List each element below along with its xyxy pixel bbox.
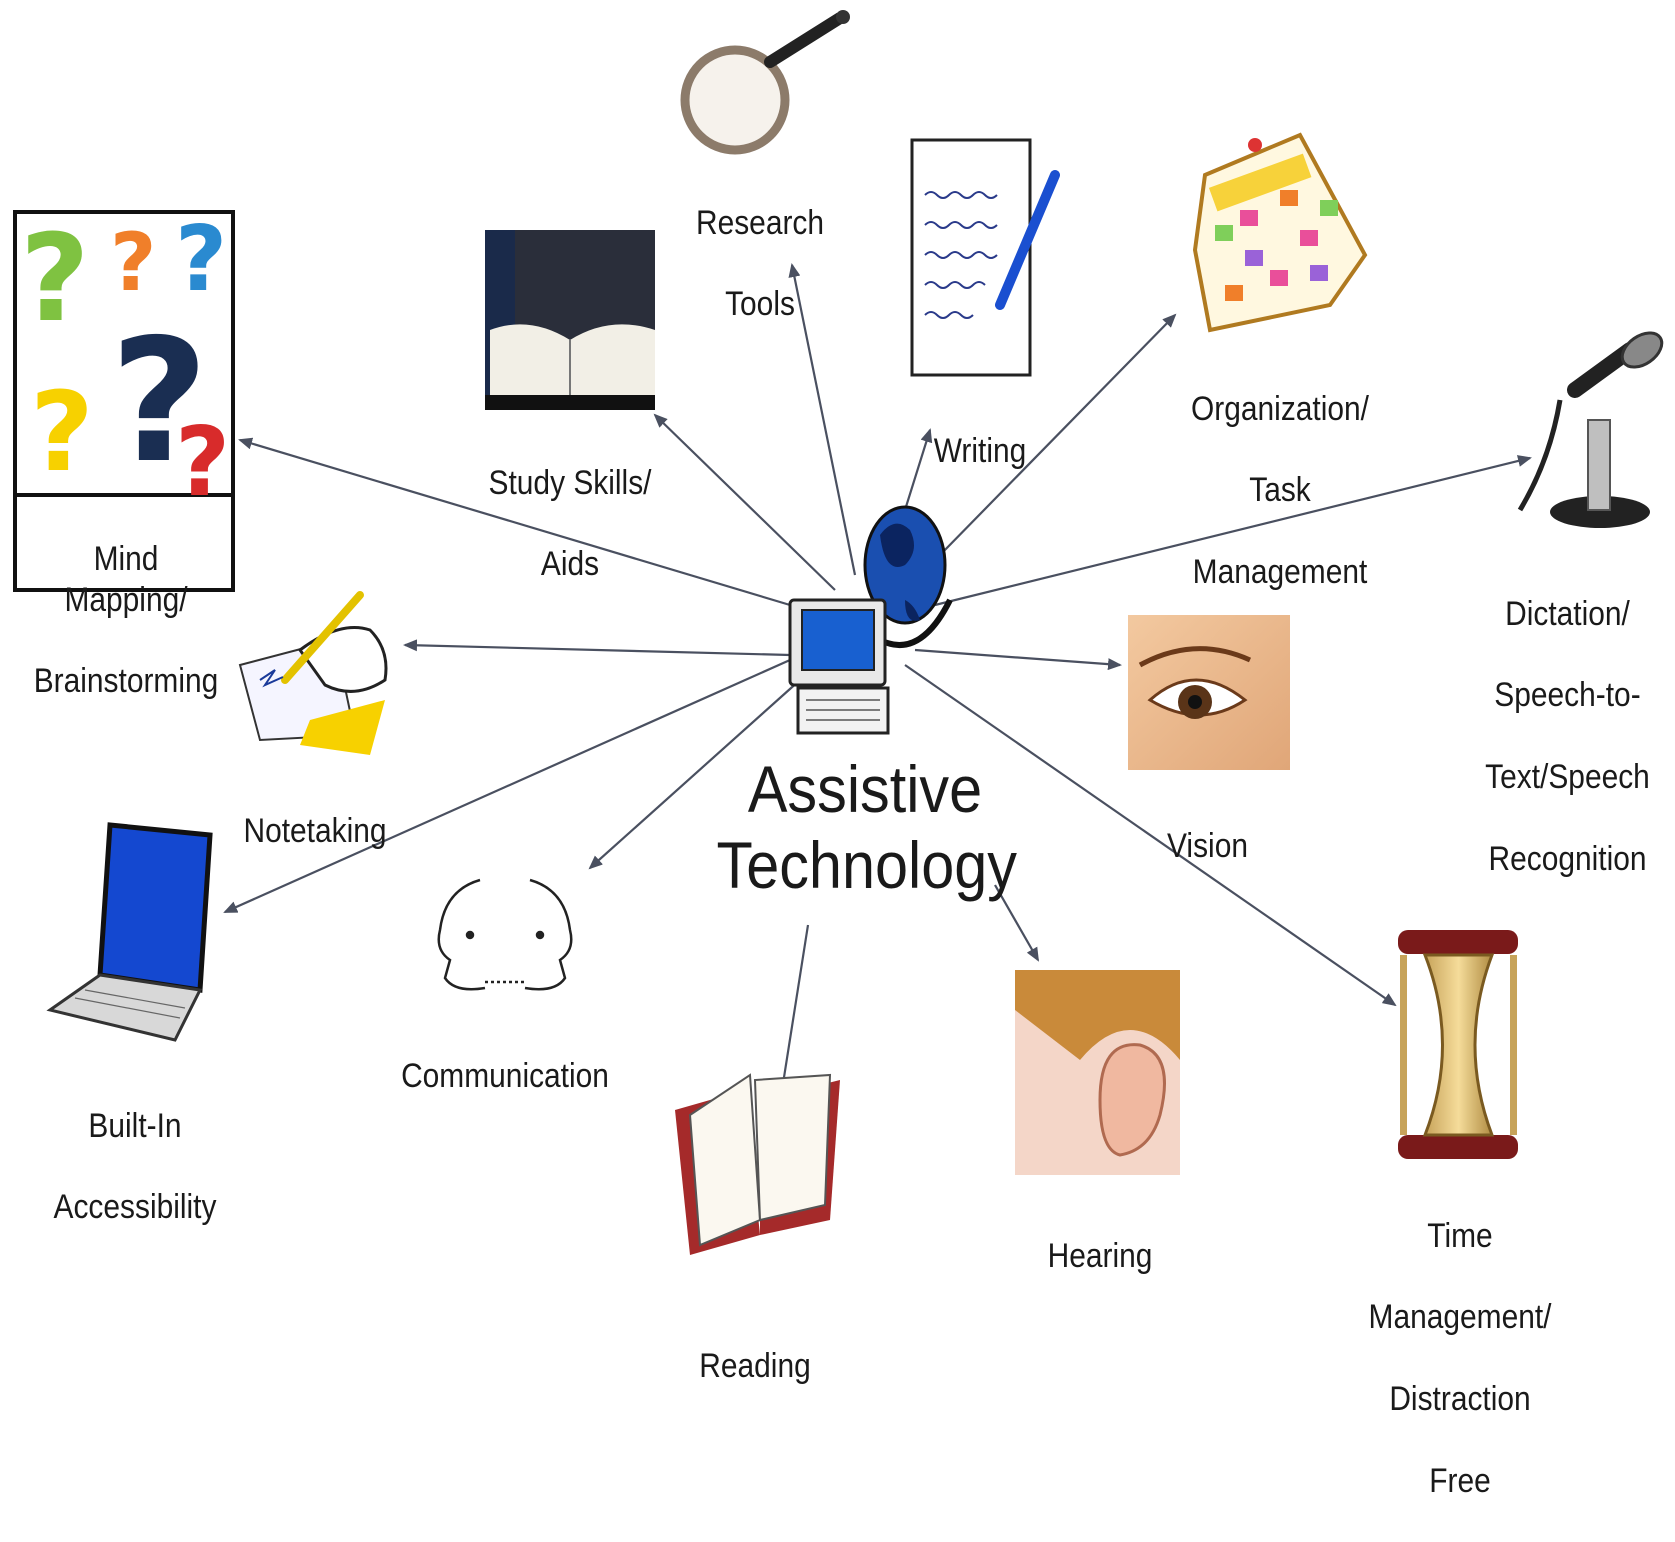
svg-text:?: ? xyxy=(30,368,94,496)
arrow-vision xyxy=(914,648,1122,671)
notetaking-hand-icon xyxy=(238,591,388,755)
center-title: Assistive Technology xyxy=(716,752,1018,904)
ear-icon xyxy=(1015,970,1180,1175)
arrow-mind-mapping xyxy=(238,437,791,607)
arrow-hearing xyxy=(994,884,1039,962)
microphone-icon xyxy=(1517,331,1664,528)
label-organization: Organization/ Task Management xyxy=(1191,389,1369,591)
connector-arrows xyxy=(223,263,1532,1092)
laptop-icon xyxy=(46,822,213,1042)
arrow-study-skills xyxy=(653,413,836,591)
label-vision: Vision xyxy=(1167,826,1248,865)
arrow-communication xyxy=(588,679,801,870)
label-time-management: Time Management/ Distraction Free xyxy=(1368,1216,1552,1500)
svg-text:?: ? xyxy=(175,207,227,312)
arrow-notetaking xyxy=(403,639,791,657)
label-hearing: Hearing xyxy=(1047,1236,1153,1275)
study-book-icon xyxy=(485,230,655,410)
svg-text:?: ? xyxy=(110,303,209,501)
magnifier-icon xyxy=(680,10,850,155)
writing-paper-icon xyxy=(910,138,1060,377)
calendar-icon xyxy=(1192,132,1368,333)
label-notetaking: Notetaking xyxy=(243,811,387,850)
center-title-line2: Technology xyxy=(716,827,1018,902)
arrow-built-in xyxy=(223,658,791,914)
label-dictation: Dictation/ Speech-to- Text/Speech Recogn… xyxy=(1485,594,1650,878)
arrow-time-management xyxy=(904,664,1397,1007)
label-reading: Reading xyxy=(699,1346,811,1385)
diagram-canvas: ? ? ? ? ? ? xyxy=(13,10,1664,1255)
faces-icon xyxy=(437,878,573,991)
svg-text:?: ? xyxy=(110,216,156,309)
arrow-reading xyxy=(777,924,810,1092)
arrow-dictation xyxy=(934,455,1532,607)
label-research-tools: Research Tools xyxy=(695,203,825,324)
svg-text:?: ? xyxy=(20,210,90,349)
center-title-line1: Assistive xyxy=(747,752,983,826)
computer-globe-icon xyxy=(788,505,953,735)
arrow-research-tools xyxy=(788,263,857,576)
question-marks-icon: ? ? ? ? ? ? xyxy=(13,207,235,592)
label-study-skills: Study Skills/ Aids xyxy=(488,463,652,584)
label-writing: Writing xyxy=(933,431,1027,470)
hourglass-icon xyxy=(1398,930,1518,1159)
svg-text:?: ? xyxy=(175,408,230,518)
eye-icon xyxy=(1128,615,1290,770)
arrow-organization xyxy=(939,313,1177,556)
book-icon xyxy=(675,1073,840,1255)
arrow-writing xyxy=(903,428,933,511)
label-communication: Communication xyxy=(401,1056,609,1095)
label-mind-mapping: Mind Mapping/ Brainstorming xyxy=(33,539,219,701)
label-built-in: Built-In Accessibility xyxy=(53,1106,217,1227)
